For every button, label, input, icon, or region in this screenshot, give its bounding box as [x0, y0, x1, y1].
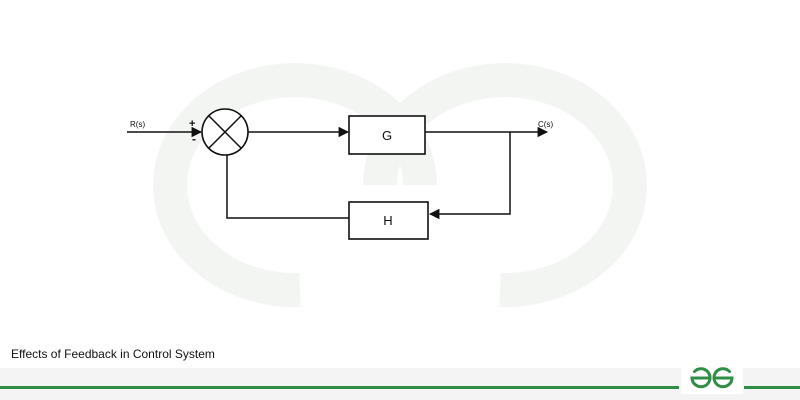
input-label: R(s) [130, 120, 145, 129]
minus-sign: - [192, 132, 196, 146]
feedback-return-line [226, 155, 349, 219]
forward-block [348, 115, 426, 155]
output-label: C(s) [538, 120, 553, 129]
geeksforgeeks-logo[interactable] [688, 364, 736, 392]
footer-band [0, 368, 800, 400]
feedback-pickoff-line [428, 132, 511, 220]
footer-divider-left [0, 386, 679, 389]
summing-junction [201, 108, 249, 156]
forward-block-label: G [382, 128, 392, 143]
plus-sign: + [189, 118, 195, 130]
feedback-block-label: H [383, 213, 392, 228]
feedback-block [348, 201, 429, 240]
footer-divider-right [744, 386, 800, 389]
figure-caption: Effects of Feedback in Control System [11, 347, 215, 361]
